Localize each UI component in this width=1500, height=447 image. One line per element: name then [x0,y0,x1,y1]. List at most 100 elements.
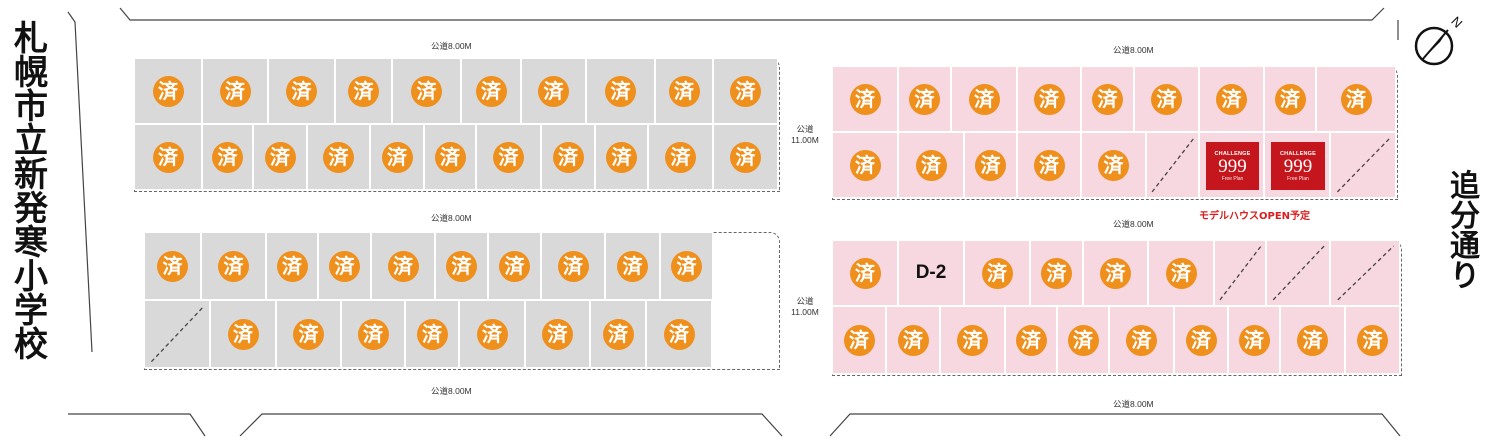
plan-badge-challenge: CHALLENGE [1279,150,1317,157]
block-b-row1-lot[interactable]: 済 [488,232,541,300]
block-c-row2-lot[interactable]: 済 [964,132,1017,198]
block-a-row2-lot[interactable]: 済 [424,124,476,190]
school-char: 寒 [14,223,48,263]
block-a-row2-lot[interactable]: 済 [307,124,370,190]
sold-badge-icon: 済 [381,141,413,173]
sold-badge-icon: 済 [849,83,881,115]
block-b-row2-lot[interactable]: 済 [646,300,712,368]
block-b-row1-lot[interactable]: 済 [541,232,605,300]
block-c-row2-lot[interactable]: 済 [1017,132,1081,198]
block-a-row1-lot[interactable]: 済 [521,58,586,124]
block-d-row2-lot[interactable]: 済 [1109,306,1174,374]
block-b-row2-lot[interactable] [144,300,210,368]
block-b-row2-lot[interactable]: 済 [276,300,341,368]
sold-badge-icon: 済 [499,250,530,282]
block-c-row2-lot[interactable]: 済 [898,132,964,198]
block-b-row1-lot[interactable]: 済 [201,232,266,300]
block-d-row1-lot[interactable] [1214,240,1266,306]
block-c-row1-lot[interactable]: 済 [898,66,951,132]
sold-badge-icon: 済 [446,250,477,282]
block-a-row2-lot[interactable]: 済 [253,124,307,190]
block-b-row2-lot[interactable]: 済 [405,300,459,368]
block-c-row1-lot[interactable]: 済 [1017,66,1081,132]
sold-badge-icon: 済 [730,141,761,173]
block-c-row1-lot[interactable]: 済 [1081,66,1134,132]
block-c-row1-lot[interactable]: 済 [1134,66,1199,132]
road-label-top-right: 公道8.00M [1113,45,1154,55]
block-b-row1-lot[interactable]: 済 [266,232,318,300]
block-d-row1-lot[interactable]: 済 [1083,240,1148,306]
block-a-row1-lot[interactable]: 済 [202,58,268,124]
block-a-row2-lot[interactable]: 済 [541,124,595,190]
sold-badge-icon: 済 [475,75,507,107]
block-a-row1-lot[interactable]: 済 [713,58,778,124]
block-d-row2-lot[interactable]: 済 [1174,306,1228,374]
block-b-row2-lot[interactable]: 済 [525,300,590,368]
block-c-row1-lot[interactable]: 済 [1316,66,1396,132]
block-d-row2-lot[interactable]: 済 [1057,306,1109,374]
block-d-row2-lot[interactable]: 済 [1345,306,1400,374]
block-a-row1-lot[interactable]: 済 [655,58,713,124]
block-d-row2-lot[interactable]: 済 [886,306,940,374]
block-d-row1-lot[interactable]: 済 [964,240,1030,306]
street-label: 追分通り [1446,172,1484,292]
block-c-row1-lot[interactable]: 済 [1264,66,1316,132]
sold-badge-icon: 済 [843,324,875,356]
sold-badge-icon: 済 [1216,83,1247,115]
sold-badge-icon: 済 [665,141,696,173]
block-b-row1-lot[interactable]: 済 [660,232,713,300]
sold-badge-icon: 済 [668,75,700,107]
block-c-row2-lot[interactable] [1330,132,1396,198]
available-lot-divider [145,301,209,367]
block-b-row2-lot[interactable]: 済 [341,300,405,368]
block-d-row2-lot[interactable]: 済 [940,306,1005,374]
block-c-row1-lot[interactable]: 済 [951,66,1017,132]
block-d-row1-lot[interactable]: 済 [832,240,898,306]
sold-badge-icon: 済 [909,83,940,115]
block-b-row1-lot[interactable]: 済 [318,232,371,300]
block-d-row1-lot[interactable]: 済 [1030,240,1083,306]
block-d-row1-lot[interactable]: D-2 [898,240,964,306]
block-a-row1-lot[interactable]: 済 [268,58,335,124]
block-b-row1-lot[interactable]: 済 [605,232,660,300]
block-a-row2-lot[interactable]: 済 [595,124,648,190]
block-a-row2-lot[interactable]: 済 [648,124,713,190]
block-b-row1-lot[interactable]: 済 [435,232,488,300]
block-a-row2-lot[interactable]: 済 [370,124,424,190]
block-d-row1-lot[interactable] [1266,240,1330,306]
block-a-row2-lot[interactable]: 済 [713,124,778,190]
block-c-row2-lot[interactable]: 済 [1081,132,1146,198]
block-b-row1-lot[interactable]: 済 [144,232,201,300]
sold-badge-icon: 済 [552,141,584,173]
block-a-row1-lot[interactable]: 済 [392,58,461,124]
sold-badge-icon: 済 [897,324,929,356]
sold-badge-icon: 済 [1185,324,1217,356]
block-a-row2-lot[interactable]: 済 [134,124,202,190]
block-d-row2-lot[interactable]: 済 [832,306,886,374]
block-d-row2-lot[interactable]: 済 [1005,306,1057,374]
sold-badge-icon: 済 [1340,83,1372,115]
block-b-row2-lot[interactable]: 済 [590,300,646,368]
road-label-bottom-left: 公道8.00M [431,386,472,396]
block-d-row1-lot[interactable]: 済 [1148,240,1214,306]
block-a-row2-lot[interactable]: 済 [476,124,541,190]
block-a-row1-lot[interactable]: 済 [134,58,202,124]
block-c-row2-lot[interactable] [1146,132,1199,198]
block-b-row2-lot[interactable]: 済 [459,300,525,368]
sold-badge-icon: 済 [152,75,184,107]
block-d-row1-lot[interactable] [1330,240,1400,306]
block-b-row1-lot[interactable]: 済 [371,232,435,300]
block-c-row2-lot[interactable]: 済 [832,132,898,198]
block-c-row1-lot[interactable]: 済 [1199,66,1264,132]
block-a-row1-lot[interactable]: 済 [461,58,521,124]
block-d-row2-lot[interactable]: 済 [1280,306,1345,374]
sold-badge-icon: 済 [1041,257,1072,289]
block-d-row2-lot[interactable]: 済 [1228,306,1280,374]
block-a-row1-lot[interactable]: 済 [586,58,655,124]
block-a-row2-lot[interactable]: 済 [202,124,253,190]
block-c-row1-lot[interactable]: 済 [832,66,898,132]
block-a-row1-lot[interactable]: 済 [335,58,392,124]
block-b-row2-lot[interactable]: 済 [210,300,276,368]
